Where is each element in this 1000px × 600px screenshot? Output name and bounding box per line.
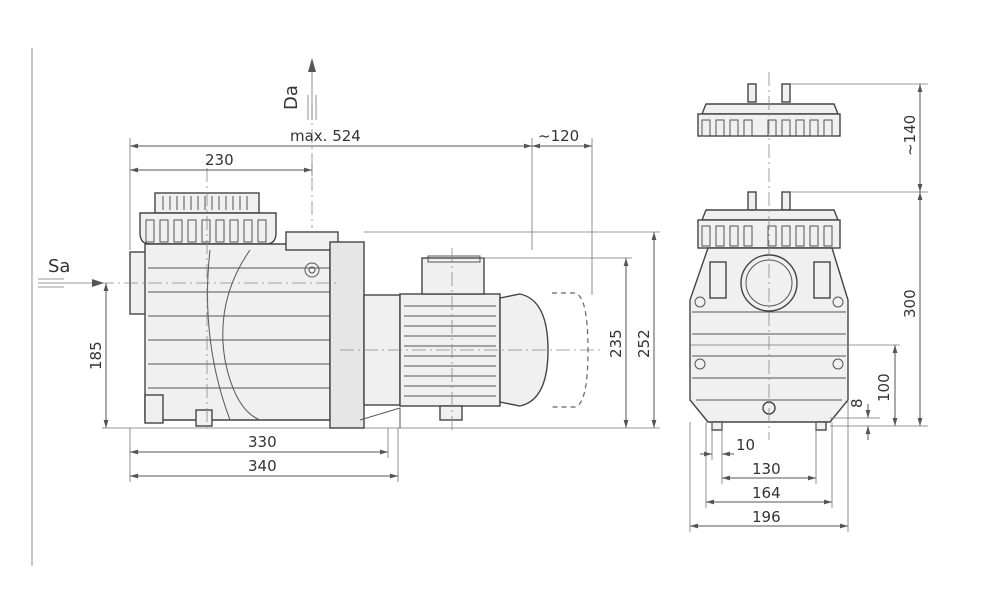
suction-arrow: Sa [38, 256, 104, 288]
dim-lid-removal-label: ~140 [901, 115, 919, 156]
dim-width-196-label: 196 [752, 508, 781, 526]
dim-max-length-label: max. 524 [290, 127, 361, 145]
dim-height-252-label: 252 [635, 329, 653, 358]
dim-motor-clearance: ~120 [532, 127, 593, 295]
pump-flange [329, 241, 365, 429]
strainer-lid [139, 192, 277, 245]
strainer-housing [129, 231, 339, 427]
side-view: Sa Da max. 524 ~120 230 [38, 58, 660, 482]
dim-foot-height-label: 100 [875, 373, 893, 402]
dim-front-heights: ~140 300 [790, 83, 928, 427]
dim-base: 330 340 [129, 428, 399, 482]
dim-suction-height: 185 [87, 283, 109, 428]
dim-foot: 100 8 [690, 344, 900, 440]
discharge-arrow: Da [281, 58, 317, 120]
front-housing [689, 247, 849, 431]
dim-front-widths: 10 130 164 196 [689, 400, 849, 532]
dim-foot-thickness-label: 8 [848, 398, 866, 408]
suction-label: Sa [48, 256, 70, 277]
dim-heights: 235 252 [364, 231, 660, 428]
dim-motor-clearance-label: ~120 [538, 127, 579, 145]
discharge-label: Da [281, 85, 302, 110]
dim-base-330-label: 330 [248, 433, 277, 451]
dim-width-164-label: 164 [752, 484, 781, 502]
dim-max-length: max. 524 [129, 127, 533, 250]
front-view: ~140 300 100 8 10 130 [689, 72, 928, 532]
dim-lid-offset: 230 [130, 151, 313, 176]
dim-lid-offset-label: 230 [205, 151, 234, 169]
dim-total-height-label: 300 [901, 289, 919, 318]
dim-base-340-label: 340 [248, 457, 277, 475]
dim-suction-height-label: 185 [87, 341, 105, 370]
dim-foot-10-label: 10 [736, 436, 755, 454]
dim-width-130-label: 130 [752, 460, 781, 478]
dim-height-235-label: 235 [607, 329, 625, 358]
